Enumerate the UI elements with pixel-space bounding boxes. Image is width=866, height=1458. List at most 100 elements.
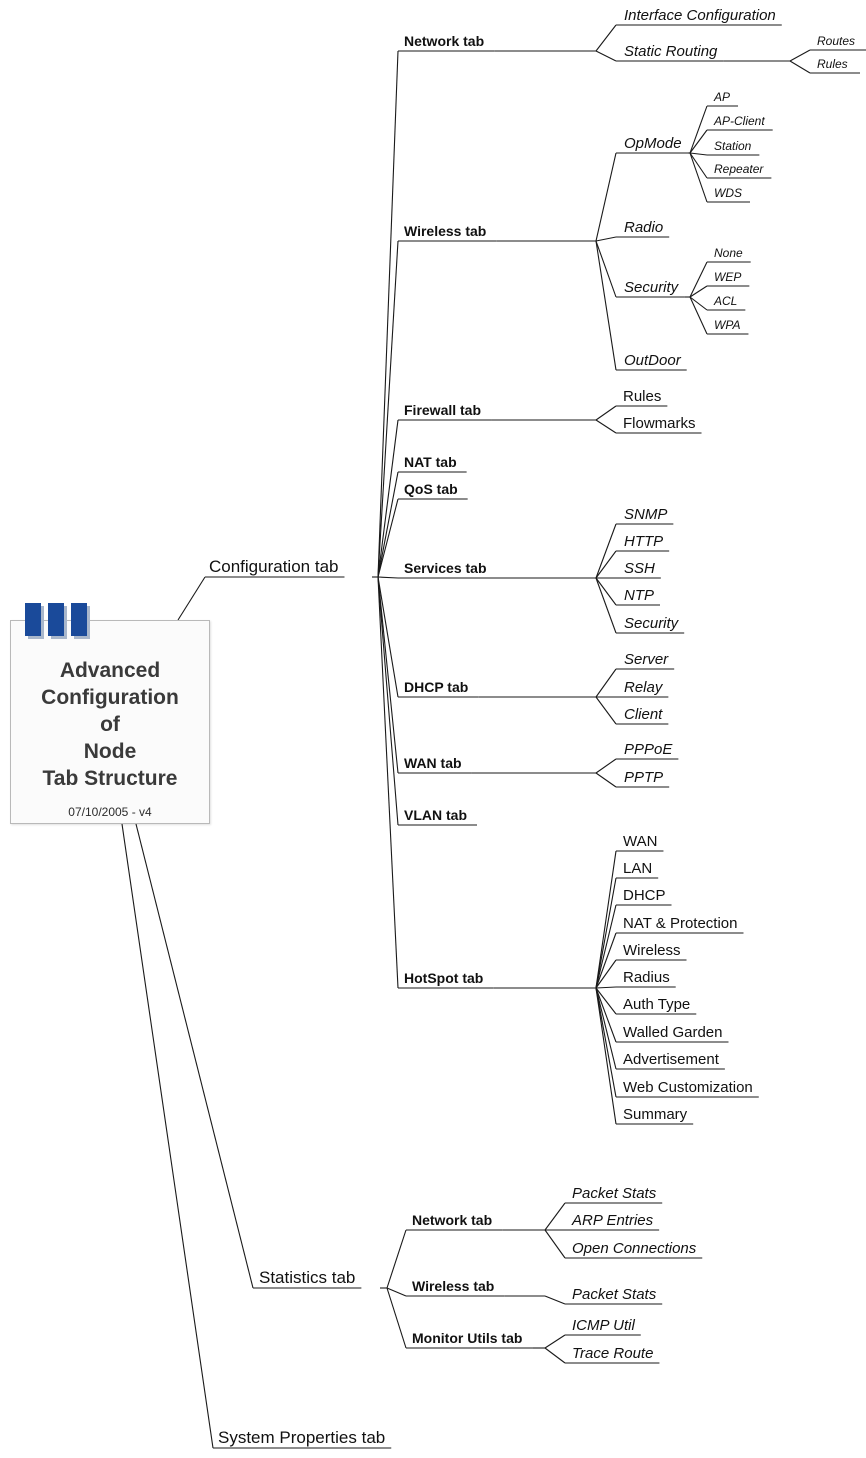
- node-monitor-utils-tab[interactable]: Monitor Utils tab: [412, 1330, 522, 1346]
- node-firewall-tab[interactable]: Firewall tab: [404, 402, 481, 418]
- node-icmp-util[interactable]: ICMP Util: [572, 1317, 635, 1334]
- connector-line: [595, 987, 617, 1043]
- central-title: Advanced Configuration of Node Tab Struc…: [11, 657, 209, 792]
- node-walled-garden[interactable]: Walled Garden: [623, 1024, 723, 1041]
- node-qos-tab[interactable]: QoS tab: [404, 481, 458, 497]
- node-ssh[interactable]: SSH: [624, 560, 655, 577]
- connector-line: [595, 577, 617, 606]
- connector-line: [689, 261, 708, 298]
- connector-line: [377, 498, 399, 578]
- connector-line: [595, 240, 617, 371]
- connector-line: [789, 60, 811, 74]
- central-topic[interactable]: Advanced Configuration of Node Tab Struc…: [10, 603, 210, 824]
- connector-line: [789, 49, 811, 62]
- node-dhcp-tab[interactable]: DHCP tab: [404, 679, 468, 695]
- connector-line: [544, 1295, 566, 1305]
- connector-line: [595, 850, 617, 989]
- connector-line: [377, 576, 399, 698]
- node-wireless[interactable]: Wireless: [623, 942, 681, 959]
- node-security[interactable]: Security: [624, 615, 680, 632]
- connector-line: [595, 577, 617, 634]
- node-vlan-tab[interactable]: VLAN tab: [404, 807, 467, 823]
- node-rules[interactable]: Rules: [817, 57, 848, 71]
- connector-line: [595, 405, 617, 421]
- node-services-tab[interactable]: Services tab: [404, 560, 487, 576]
- node-wan-tab[interactable]: WAN tab: [404, 755, 462, 771]
- node-ap-client[interactable]: AP-Client: [713, 114, 765, 128]
- node-wds[interactable]: WDS: [714, 186, 742, 200]
- node-flowmarks[interactable]: Flowmarks: [623, 415, 696, 432]
- node-security[interactable]: Security: [624, 279, 680, 296]
- connector-line: [121, 823, 214, 1449]
- node-client[interactable]: Client: [624, 706, 663, 723]
- node-server[interactable]: Server: [624, 651, 669, 668]
- node-wireless-tab[interactable]: Wireless tab: [412, 1278, 494, 1294]
- node-nat-tab[interactable]: NAT tab: [404, 454, 457, 470]
- connector-line: [689, 296, 708, 311]
- node-opmode[interactable]: OpMode: [624, 135, 682, 152]
- connector-line: [595, 904, 617, 989]
- node-advertisement[interactable]: Advertisement: [623, 1051, 720, 1068]
- node-acl[interactable]: ACL: [713, 294, 737, 308]
- connector-line: [544, 1334, 566, 1349]
- node-hotspot-tab[interactable]: HotSpot tab: [404, 970, 483, 986]
- node-configuration-tab[interactable]: Configuration tab: [209, 557, 338, 576]
- node-ap[interactable]: AP: [713, 90, 730, 104]
- connector-line: [595, 668, 617, 698]
- node-packet-stats[interactable]: Packet Stats: [572, 1185, 657, 1202]
- node-auth-type[interactable]: Auth Type: [623, 996, 690, 1013]
- node-repeater[interactable]: Repeater: [714, 162, 764, 176]
- node-static-routing[interactable]: Static Routing: [624, 43, 718, 60]
- connector-line: [544, 1347, 566, 1364]
- node-interface-configuration[interactable]: Interface Configuration: [624, 7, 776, 24]
- connector-line: [377, 576, 399, 774]
- node-dhcp[interactable]: DHCP: [623, 887, 666, 904]
- node-statistics-tab[interactable]: Statistics tab: [259, 1268, 355, 1287]
- node-packet-stats[interactable]: Packet Stats: [572, 1286, 657, 1303]
- node-station[interactable]: Station: [714, 139, 752, 153]
- node-arp-entries[interactable]: ARP Entries: [571, 1212, 654, 1229]
- node-pptp[interactable]: PPTP: [624, 769, 663, 786]
- connector-line: [377, 576, 399, 989]
- connector-line: [595, 50, 617, 62]
- node-trace-route[interactable]: Trace Route: [572, 1345, 653, 1362]
- connector-line: [595, 986, 617, 989]
- node-radio[interactable]: Radio: [624, 219, 663, 236]
- node-network-tab[interactable]: Network tab: [412, 1212, 492, 1228]
- node-wpa[interactable]: WPA: [714, 318, 740, 332]
- connector-line: [135, 823, 254, 1289]
- connector-line: [595, 240, 617, 298]
- node-system-properties-tab[interactable]: System Properties tab: [218, 1428, 385, 1447]
- node-relay[interactable]: Relay: [624, 679, 664, 696]
- node-nat-and-protection[interactable]: NAT & Protection: [623, 915, 738, 932]
- node-summary[interactable]: Summary: [623, 1106, 688, 1123]
- connector-line: [689, 129, 708, 154]
- node-none[interactable]: None: [714, 246, 743, 260]
- connector-line: [595, 696, 617, 725]
- node-wep[interactable]: WEP: [714, 270, 741, 284]
- node-http[interactable]: HTTP: [624, 533, 663, 550]
- connector-line: [377, 419, 399, 578]
- connector-line: [377, 576, 399, 579]
- node-snmp[interactable]: SNMP: [624, 506, 667, 523]
- node-network-tab[interactable]: Network tab: [404, 33, 484, 49]
- node-routes[interactable]: Routes: [817, 34, 855, 48]
- connector-line: [595, 550, 617, 579]
- node-radius[interactable]: Radius: [623, 969, 670, 986]
- node-outdoor[interactable]: OutDoor: [624, 352, 682, 369]
- connector-line: [595, 523, 617, 579]
- connector-line: [689, 152, 708, 156]
- title-line: Tab Structure: [42, 767, 178, 790]
- node-lan[interactable]: LAN: [623, 860, 652, 877]
- node-wireless-tab[interactable]: Wireless tab: [404, 223, 486, 239]
- node-pppoe[interactable]: PPPoE: [624, 741, 673, 758]
- node-rules[interactable]: Rules: [623, 388, 661, 405]
- connector-line: [689, 105, 708, 154]
- node-wan[interactable]: WAN: [623, 833, 657, 850]
- connector-line: [595, 772, 617, 788]
- connector-line: [595, 932, 617, 989]
- node-open-connections[interactable]: Open Connections: [572, 1240, 697, 1257]
- title-line: of: [100, 713, 120, 736]
- node-web-customization[interactable]: Web Customization: [623, 1079, 753, 1096]
- node-ntp[interactable]: NTP: [624, 587, 654, 604]
